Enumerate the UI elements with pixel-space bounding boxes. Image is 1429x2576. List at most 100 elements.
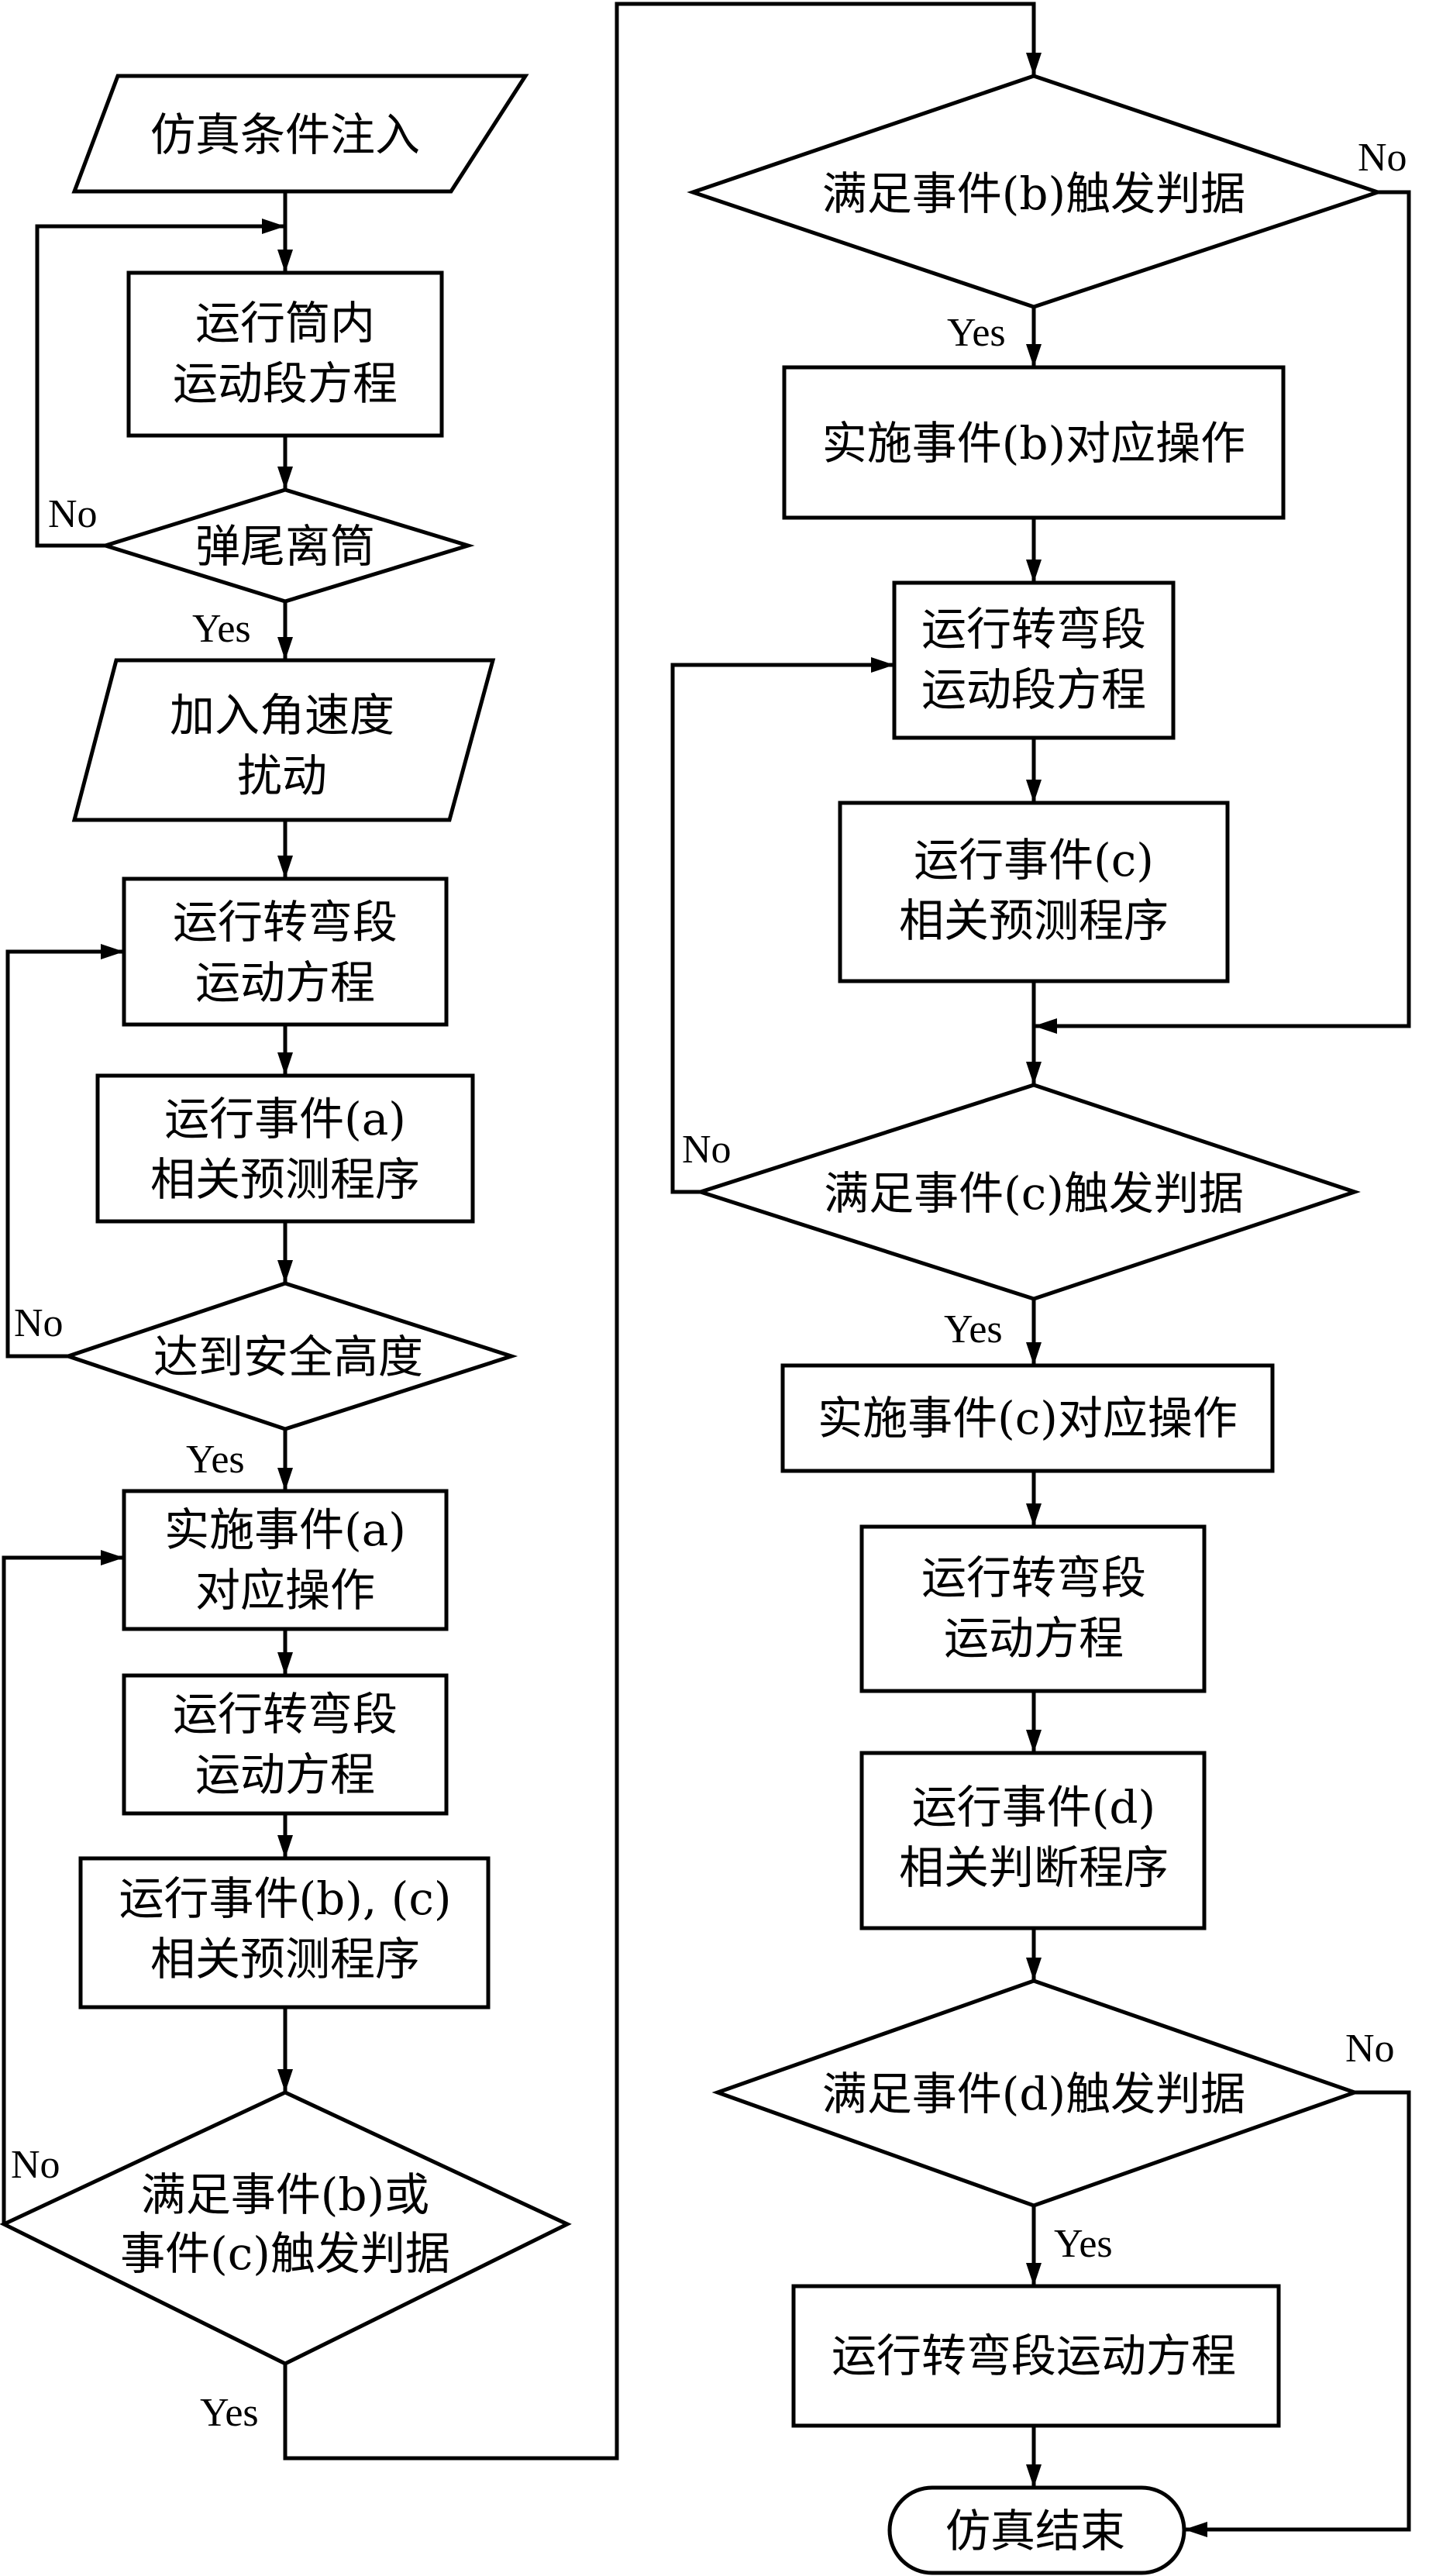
arrowhead [1026,1958,1042,1981]
node-text: 运行转弯段运动方程 [832,2330,1236,2382]
branch-labels: Yes Yes Yes Yes Yes Yes No No No No No N… [11,136,1407,2435]
node-text: 运行转弯段 [921,1551,1146,1604]
node-event-b-criterion [687,74,1384,309]
yes-label: Yes [200,2391,259,2435]
node-text: 满足事件(b)或 [141,2168,429,2221]
node-text: 运行事件(a) [164,1093,406,1145]
node-run-turning-4 [859,1524,1207,1693]
node-text: 达到安全高度 [153,1331,423,1383]
node-text: 运行筒内 [195,297,375,350]
edge-r9-no-loop [1184,2090,1411,2532]
node-text: 运行转弯段 [173,896,398,949]
node-text: 仿真结束 [945,2505,1125,2557]
node-text: 仿真条件注入 [150,108,420,161]
node-sim-end [887,2485,1186,2575]
node-event-c-criterion [694,1083,1361,1301]
node-text: 实施事件(b)对应操作 [822,417,1245,470]
arrowhead [1034,1018,1057,1034]
node-text: 运动段方程 [921,663,1146,716]
shapes [0,74,1384,2575]
node-text: 相关判断程序 [899,1841,1169,1894]
no-label: No [682,1128,732,1172]
arrowhead [277,1052,293,1076]
node-text: 弹尾离筒 [195,520,375,573]
node-do-event-a [122,1489,449,1631]
node-text: 运行事件(d) [912,1781,1155,1834]
no-label: No [14,1301,64,1345]
node-inject-conditions [71,74,529,194]
edge-n11-no-loop [2,1555,124,2224]
arrowhead [101,944,124,959]
node-text: 运行事件(c) [914,834,1154,887]
node-text: 相关预测程序 [150,1933,420,1985]
node-run-turning-1 [122,876,449,1027]
yes-label: Yes [192,607,251,651]
node-run-event-d [859,1751,1207,1930]
node-text: 加入角速度 [170,689,394,742]
node-text: 运行转弯段 [921,603,1146,656]
arrowhead [1026,1342,1042,1365]
arrowhead [262,219,285,234]
node-texts: 仿真条件注入 运行筒内 运动段方程 弹尾离筒 加入角速度 扰动 运行转弯段 运动… [119,108,1246,2557]
node-text: 运行事件(b), (c) [119,1872,452,1925]
edge-r5-no-loop [670,663,894,1194]
arrowhead [277,637,293,660]
node-do-event-c [780,1363,1275,1473]
node-text: 运动方程 [944,1612,1124,1665]
arrowhead [277,467,293,490]
node-do-event-b [782,365,1286,520]
node-run-turning-final [791,2284,1281,2428]
node-text: 满足事件(b)触发判据 [822,167,1245,220]
node-text: 运动方程 [195,956,375,1009]
arrowhead [1026,53,1042,76]
node-text: 对应操作 [195,1564,375,1617]
no-label: No [48,492,98,536]
node-event-b-or-c [0,2090,572,2366]
node-run-in-tube [126,270,444,438]
node-run-turning-2 [122,1673,449,1816]
arrowhead [277,856,293,879]
arrowhead [277,250,293,273]
arrowhead [1026,2263,1042,2286]
arrowhead [1026,344,1042,367]
arrowhead [1026,560,1042,583]
node-run-event-c [838,801,1230,983]
arrowheads [101,53,1207,2537]
node-safe-altitude [62,1281,518,1431]
arrowhead [1026,2464,1042,2488]
edge-n3-no-loop [35,224,285,548]
node-run-event-bc [78,1856,491,2009]
yes-label: Yes [944,1307,1003,1352]
edge-n11-yes-cross [283,2,1036,2461]
arrowhead [277,2069,293,2092]
yes-label: Yes [186,1438,245,1482]
yes-label: Yes [1054,2222,1113,2266]
no-label: No [1358,136,1407,180]
arrowhead [1026,1730,1042,1753]
arrowhead [1184,2522,1207,2537]
arrowhead [1026,1503,1042,1527]
node-text: 实施事件(c)对应操作 [818,1392,1238,1445]
arrowhead [277,1260,293,1283]
node-text: 运动段方程 [173,357,398,410]
node-text: 运行转弯段 [173,1688,398,1741]
arrowhead [277,1468,293,1491]
node-text: 运动方程 [195,1748,375,1801]
arrowhead [1026,780,1042,803]
edge-r1-no-loop [1034,190,1411,1028]
node-text: 事件(c)触发判据 [120,2227,450,2280]
arrowhead [101,1550,124,1565]
arrowhead [277,1835,293,1858]
node-text: 相关预测程序 [899,894,1169,947]
arrowhead [1026,1062,1042,1085]
arrowhead [871,657,894,673]
yes-label: Yes [947,311,1006,355]
node-event-d-criterion [711,1978,1361,2208]
node-run-turning-3 [892,580,1176,740]
no-label: No [11,2143,60,2187]
node-text: 满足事件(c)触发判据 [824,1167,1244,1220]
node-tail-leaves-tube [98,487,475,604]
no-label: No [1345,2027,1395,2071]
node-run-event-a [95,1073,475,1224]
